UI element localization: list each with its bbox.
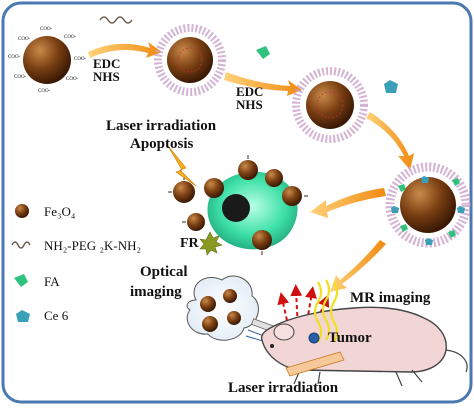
fe3o4-core — [23, 36, 71, 84]
surface-ring — [177, 47, 203, 73]
legend: Fe₃O₄ NH₂-PEG ₂K-NH₂ FA Ce 6 — [11, 204, 141, 323]
peg-shell — [292, 67, 368, 143]
ce6-icon — [384, 80, 398, 93]
fe3o4-core — [400, 177, 456, 233]
svg-text:COO-: COO- — [38, 89, 51, 94]
heat-waves — [313, 279, 339, 343]
fa-conjugated-nanoparticle — [292, 67, 368, 143]
optical-imaging-bubble — [186, 275, 259, 341]
mouse-eye — [270, 344, 274, 348]
bound-nanoparticles — [173, 160, 302, 250]
svg-text:COO-: COO- — [18, 37, 31, 42]
svg-text:COO-: COO- — [8, 55, 21, 60]
arrow-step-5 — [330, 240, 386, 292]
nhs-label-1: NHS — [93, 69, 120, 84]
fr-label: FR — [180, 236, 200, 251]
optical-label-line2: imaging — [130, 284, 182, 300]
folate-receptor-icon — [199, 231, 223, 256]
mr-imaging-label: MR imaging — [350, 290, 431, 306]
legend-item-fa: FA — [44, 274, 60, 289]
peg-shell — [385, 162, 471, 248]
legend-item-fe3o4: Fe₃O₄ — [44, 204, 76, 219]
cell-body — [207, 171, 298, 250]
svg-text:COO-: COO- — [40, 27, 53, 32]
folic-acid-icon — [256, 46, 270, 59]
nanoparticle-spikes — [168, 155, 308, 255]
mouse-tail — [445, 349, 468, 373]
mouse-illustration — [260, 279, 468, 387]
fe3o4-core — [167, 37, 213, 83]
tumor-label: Tumor — [328, 330, 372, 346]
tumor-marker — [308, 332, 320, 344]
targeted-cancer-cell — [168, 155, 308, 255]
carboxylate-labels: COO- COO- COO- COO- COO- COO- COO- COO- — [8, 27, 87, 94]
laser-apoptosis-label-line2: Apoptosis — [130, 136, 194, 152]
mouse-ear — [273, 323, 295, 341]
arrow-step-3 — [366, 112, 414, 170]
optical-label-line1: Optical — [140, 264, 188, 280]
arrow-step-2 — [224, 72, 302, 96]
folic-acid-icon — [14, 274, 28, 287]
laser-irradiation-label: Laser irradiation — [228, 380, 339, 396]
surface-ligands — [391, 176, 465, 245]
pegylated-nanoparticle — [154, 24, 226, 96]
ce6-icon — [16, 310, 30, 322]
legend-item-peg: NH₂-PEG ₂K-NH₂ — [44, 238, 141, 253]
cell-nucleus — [222, 194, 250, 222]
mouse-body — [260, 306, 447, 373]
peg-shell — [154, 24, 226, 96]
legend-item-ce6: Ce 6 — [44, 308, 69, 323]
svg-text:COO-: COO- — [66, 77, 79, 82]
laser-apoptosis-label-line1: Laser irradiation — [106, 118, 217, 134]
fa-ce6-nanoparticle — [385, 162, 471, 248]
fe3o4-nanoparticle-icon — [15, 204, 29, 218]
arrow-step-4 — [310, 188, 386, 218]
nhs-label-2: NHS — [236, 97, 263, 112]
bare-nanoparticle: COO- COO- COO- COO- COO- COO- COO- COO- — [8, 27, 87, 94]
svg-text:COO-: COO- — [74, 57, 87, 62]
svg-text:COO-: COO- — [14, 75, 27, 80]
surface-ring — [316, 91, 344, 119]
laser-beam — [285, 351, 345, 377]
arrow-step-1 — [88, 42, 162, 58]
svg-text:COO-: COO- — [64, 35, 77, 40]
laser-bolt-icon — [167, 145, 197, 187]
mouse-legs — [293, 369, 423, 387]
edc-label-2: EDC — [236, 84, 263, 99]
peg-chain-icon — [99, 16, 133, 24]
edc-label-1: EDC — [93, 56, 120, 71]
peg-chain-icon — [11, 241, 31, 249]
fe3o4-core — [306, 81, 354, 129]
